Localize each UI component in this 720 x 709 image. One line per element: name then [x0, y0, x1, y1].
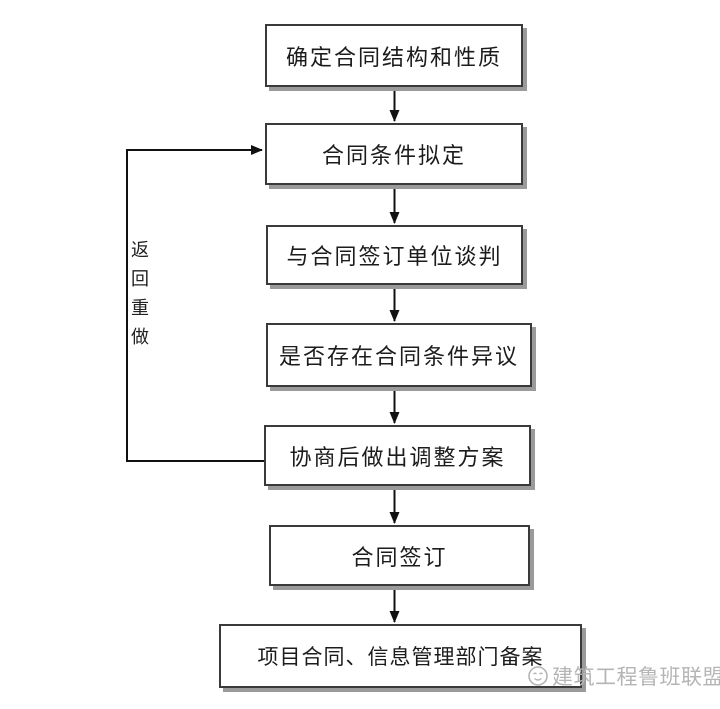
flow-node-filing-with-departments: 项目合同、信息管理部门备案: [219, 624, 582, 688]
flow-node-negotiate-with-signing-party: 与合同签订单位谈判: [266, 225, 523, 285]
flow-node-check-term-objections: 是否存在合同条件异议: [266, 323, 532, 387]
loop-label-char: 回: [131, 269, 149, 289]
watermark: 建筑工程鲁班联盟: [527, 661, 720, 691]
loop-label-char: 做: [131, 327, 149, 347]
loop-label-char: 重: [131, 298, 149, 318]
luban-alliance-logo-icon: [528, 666, 548, 686]
flow-node-draft-contract-terms: 合同条件拟定: [265, 123, 523, 185]
flow-node-adjustment-plan: 协商后做出调整方案: [264, 425, 531, 486]
flow-node-determine-contract-structure: 确定合同结构和性质: [265, 24, 523, 87]
loop-label-return-redo: 返 回 重 做: [131, 241, 149, 346]
watermark-text: 建筑工程鲁班联盟: [552, 665, 720, 689]
flow-node-contract-signing: 合同签订: [269, 525, 530, 586]
loop-label-char: 返: [131, 240, 149, 260]
